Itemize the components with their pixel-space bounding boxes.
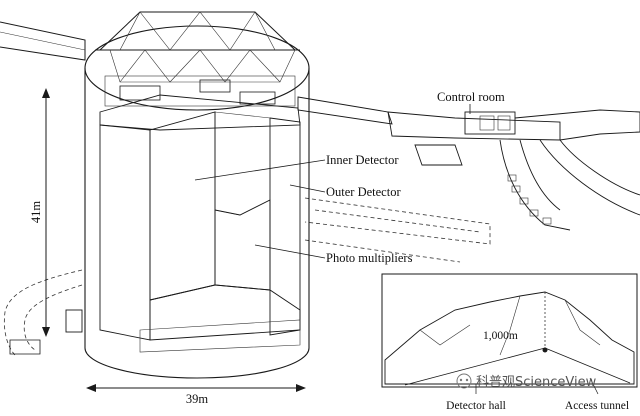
diameter-dimension: 39m: [86, 384, 306, 406]
control-room-tunnel: [297, 96, 640, 231]
photo-multipliers-label: Photo multipliers: [326, 251, 413, 265]
height-dimension: 41m: [29, 88, 50, 337]
roof-truss: [95, 11, 300, 107]
inner-detector-label: Inner Detector: [326, 153, 399, 167]
depth-label: 1,000m: [483, 330, 518, 342]
inner-detector-wall: [139, 111, 301, 353]
watermark: 科普观ScienceView: [456, 373, 597, 390]
right-dashed-tunnel: [304, 197, 491, 263]
callouts: Inner Detector Outer Detector Photo mult…: [194, 90, 505, 265]
upper-left-tunnel: [0, 21, 86, 61]
outer-detector-label: Outer Detector: [326, 185, 401, 199]
height-label: 41m: [29, 201, 43, 224]
access-tunnel-label: Access tunnel: [565, 400, 629, 411]
detector-hall-label: Detector hall: [446, 400, 506, 411]
outer-tank: [84, 25, 310, 379]
lower-left-dashed-tunnel: [3, 269, 83, 356]
control-room-label: Control room: [437, 90, 505, 104]
watermark-text: 科普观ScienceView: [476, 375, 597, 390]
mountain-inset: 1,000m: [381, 273, 638, 395]
diameter-label: 39m: [186, 392, 209, 406]
